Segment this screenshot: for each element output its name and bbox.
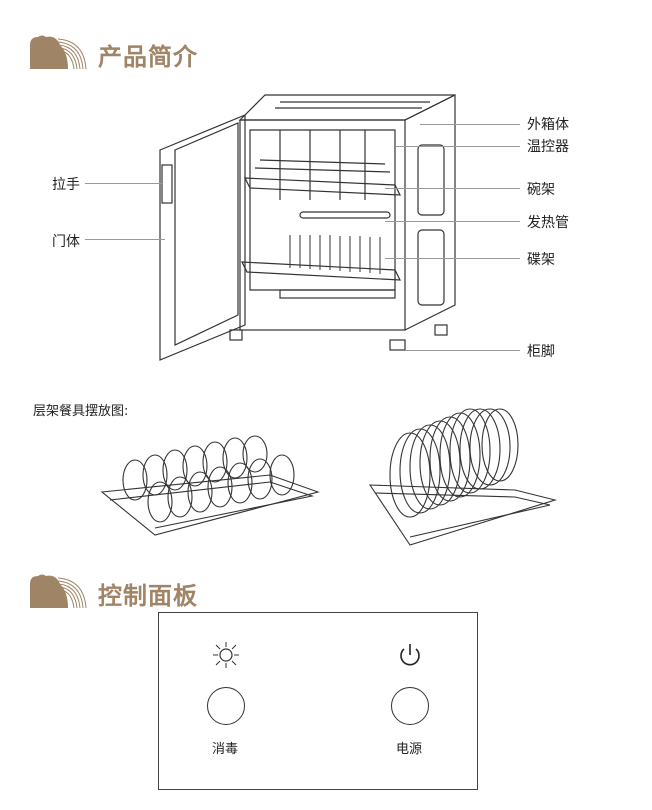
label-heating-tube: 发热管 — [527, 215, 569, 231]
section-title-product-intro: 产品简介 — [98, 43, 198, 71]
power-icon — [400, 644, 420, 666]
sterilize-button[interactable] — [207, 687, 245, 725]
label-handle: 拉手 — [52, 177, 80, 193]
label-foot: 柜脚 — [527, 344, 555, 360]
control-panel: 消毒 电源 — [158, 612, 478, 790]
brand-logo-icon — [30, 574, 87, 609]
section-title-control-panel: 控制面板 — [98, 582, 198, 610]
bowl-rack-illustration — [100, 435, 320, 536]
label-door: 门体 — [52, 234, 80, 250]
layout-caption: 层架餐具摆放图: — [33, 404, 129, 419]
label-bowl-rack: 碗架 — [527, 182, 555, 198]
power-label: 电源 — [396, 742, 423, 757]
label-plate-rack: 碟架 — [527, 252, 555, 268]
sterilize-icon — [213, 642, 239, 668]
plate-rack-illustration — [368, 408, 558, 546]
sterilize-label: 消毒 — [212, 742, 239, 757]
power-button[interactable] — [391, 687, 429, 725]
cabinet-illustration — [159, 94, 456, 361]
brand-logo-icon — [30, 35, 87, 70]
label-thermostat: 温控器 — [527, 139, 569, 155]
label-outer-box: 外箱体 — [527, 117, 569, 133]
